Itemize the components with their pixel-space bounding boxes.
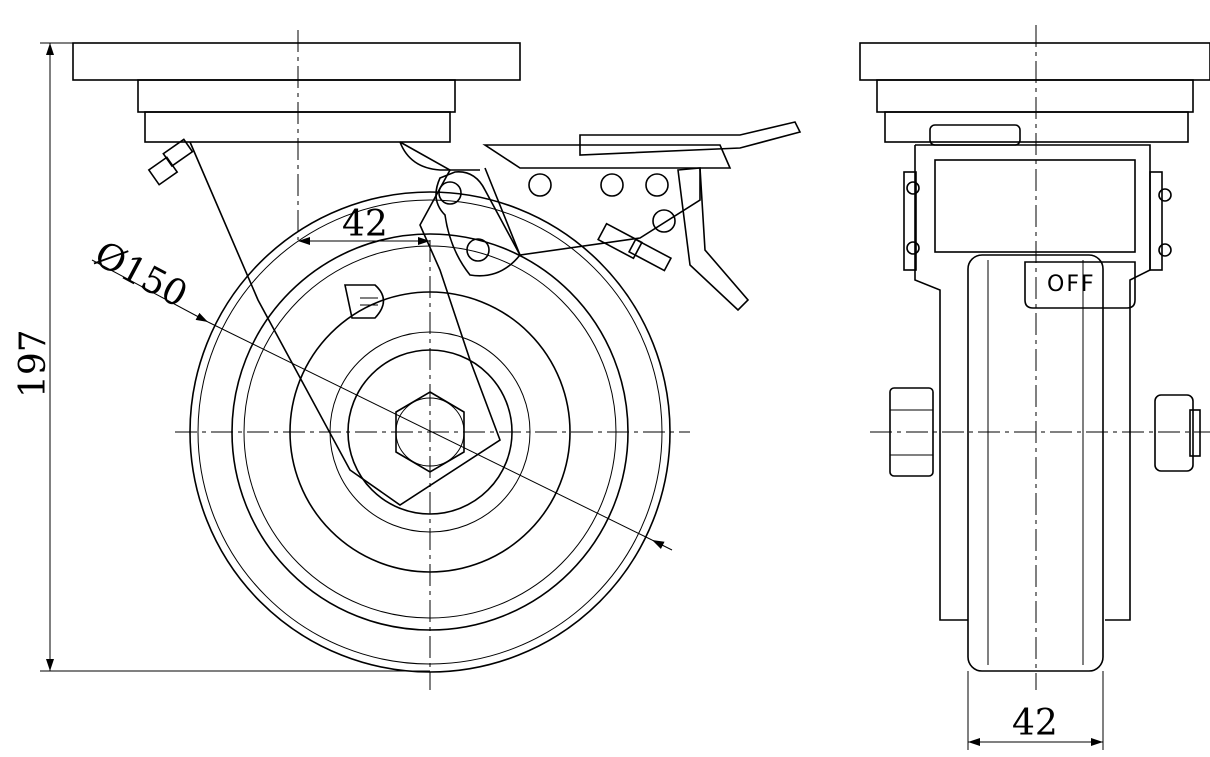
fork-side-right: [1149, 171, 1163, 271]
rivet-icon: [1158, 188, 1172, 202]
axle-bolt-end: [1189, 409, 1201, 457]
fork-front: [914, 144, 1151, 621]
fork-crown: [934, 159, 1136, 253]
rivet-icon: [1158, 243, 1172, 257]
swivel-race-front: [876, 79, 1194, 113]
wheel-width-dimension: 42: [1012, 703, 1058, 744]
brake-state-label: OFF: [1047, 272, 1096, 297]
rivet-icon: [906, 241, 920, 255]
fork-leg: [189, 141, 501, 506]
top-plate-front: [859, 42, 1210, 81]
diameter-leader: [91, 259, 209, 323]
offset-dimension: 42: [342, 204, 388, 245]
brand-logo: [344, 284, 385, 319]
front-view: OFF 42: [859, 25, 1210, 750]
brake-tag: [1024, 261, 1136, 309]
brake-mechanism: [435, 121, 802, 312]
top-plate: [72, 42, 521, 81]
side-view: 42 Ø150 197: [13, 30, 802, 690]
diameter-line: [207, 321, 653, 541]
rivet-icon: [906, 181, 920, 195]
fork-side-left: [903, 171, 917, 271]
grease-nipple: [147, 138, 194, 186]
fork-link: [399, 141, 480, 171]
wheel-diameter-dimension: Ø150: [88, 234, 194, 316]
swivel-race: [137, 79, 456, 113]
diameter-arrow: [651, 539, 673, 551]
axle-bolt-front: [1154, 394, 1194, 472]
overall-height-dimension: 197: [13, 329, 54, 398]
